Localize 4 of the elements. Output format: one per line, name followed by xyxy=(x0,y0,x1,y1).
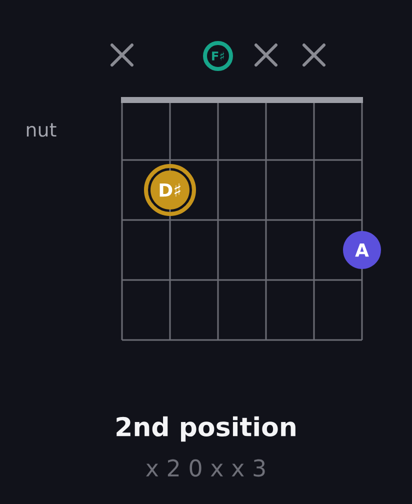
title: 2nd position xyxy=(116,416,296,442)
nut-label: nut xyxy=(26,123,56,137)
note-ring: F♯ xyxy=(203,41,233,71)
fingering-label: x 2 0 x x 3 xyxy=(146,459,265,477)
